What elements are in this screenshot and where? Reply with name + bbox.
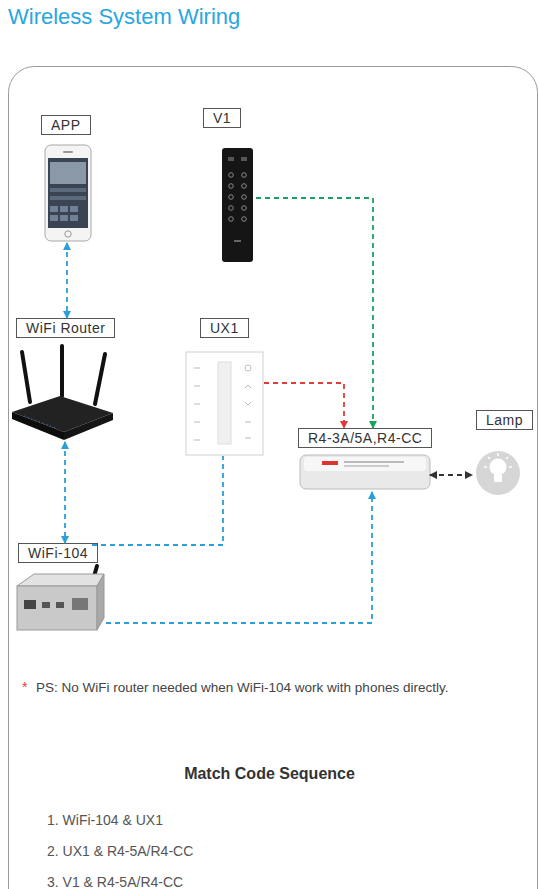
device-label: APP <box>41 115 91 135</box>
remote-illustration <box>222 148 253 262</box>
phone-illustration <box>45 145 91 241</box>
device-label: WiFi-104 <box>18 543 98 563</box>
lamp-icon <box>476 451 520 495</box>
device-label: Lamp <box>476 410 533 430</box>
receiver-illustration <box>300 455 430 489</box>
sequence-item: 1. WiFi-104 & UX1 <box>47 812 517 828</box>
device-label: V1 <box>203 108 241 128</box>
device-node: R4-3A/5A,R4-CC <box>296 428 430 492</box>
wall-panel-illustration <box>186 352 263 455</box>
device-node: Lamp <box>472 410 526 498</box>
device-label: UX1 <box>200 318 249 338</box>
device-label: WiFi Router <box>16 318 115 338</box>
sequence-item: 3. V1 & R4-5A/R4-CC <box>47 874 517 889</box>
signal-connector <box>256 198 373 428</box>
signal-connector <box>64 442 66 543</box>
signal-connector <box>92 456 223 545</box>
signal-connector <box>264 383 344 428</box>
page-title: Wireless System Wiring <box>8 4 240 30</box>
footnote: PS: No WiFi router needed when WiFi-104 … <box>36 680 531 695</box>
device-node: WiFi-104 <box>14 543 106 638</box>
signal-connector <box>66 243 68 318</box>
wifi-controller-illustration <box>17 566 104 630</box>
device-label: R4-3A/5A,R4-CC <box>298 428 432 448</box>
sequence-item: 2. UX1 & R4-5A/R4-CC <box>47 843 517 859</box>
section-heading: Match Code Sequence <box>0 765 539 783</box>
device-node: APP <box>38 115 103 243</box>
router-illustration <box>12 346 113 440</box>
device-node: V1 <box>200 108 256 264</box>
device-node: WiFi Router <box>10 318 116 442</box>
note-marker: * <box>22 679 34 695</box>
signal-connector <box>106 492 372 623</box>
device-node: UX1 <box>184 318 264 456</box>
signal-connector <box>430 474 472 476</box>
